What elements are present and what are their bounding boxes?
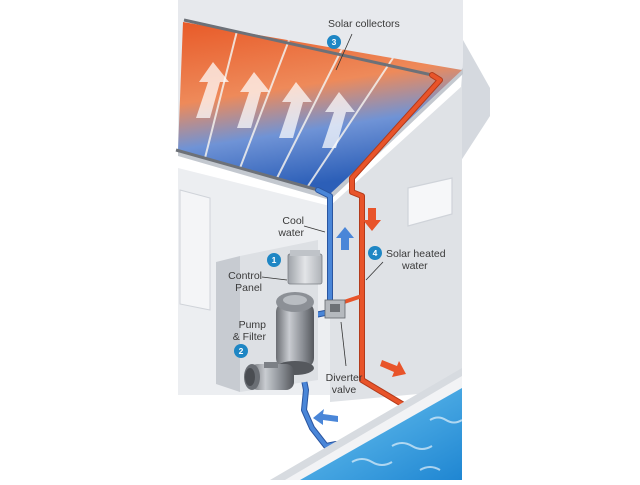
label-diverter-valve-line2: valve: [332, 384, 357, 396]
panel-flow-arrow: [279, 82, 312, 138]
callout-badge-2: 2: [234, 344, 248, 358]
labels: Solar collectors Cool water Control Pane…: [228, 18, 446, 396]
panel-flow-arrow: [322, 92, 355, 148]
panel-divider: [307, 57, 394, 187]
callout-number-4: 4: [373, 248, 378, 258]
callout-badges: 1 2 3 4: [234, 35, 382, 358]
leader-diverter-valve: [340, 321, 347, 367]
water-ripple: [419, 466, 441, 471]
solar-collectors: [175, 18, 462, 194]
callout-number-3: 3: [332, 37, 337, 47]
label-control-panel-line2: Panel: [235, 282, 262, 294]
filter-tank: [276, 292, 314, 375]
panel-flow-arrow: [237, 72, 270, 128]
control-panel-box: [287, 250, 323, 285]
water-ripple: [429, 416, 463, 424]
panel-flow-arrow: [196, 62, 229, 118]
arrow-left-cool: [313, 409, 338, 425]
equipment: [216, 240, 346, 392]
pump: [244, 362, 294, 390]
label-heated-water-line1: Solar heated: [386, 248, 446, 260]
callout-badge-4: 4: [368, 246, 382, 260]
pool-coping: [285, 376, 462, 480]
water-ripple: [351, 458, 393, 466]
bottom-header-pipe: [175, 148, 319, 192]
label-control-panel-line1: Control: [228, 270, 262, 282]
water-ripple: [391, 442, 433, 450]
garage-door: [179, 189, 211, 311]
leader-control-panel: [261, 276, 288, 281]
label-solar-collectors: Solar collectors: [328, 18, 400, 30]
leader-collectors: [335, 33, 353, 71]
label-pump-filter-line2: & Filter: [233, 331, 267, 343]
callout-badge-1: 1: [267, 253, 281, 267]
side-window: [407, 177, 453, 227]
pool: [270, 368, 463, 480]
label-diverter-valve-line1: Diverter: [326, 372, 363, 384]
callout-badge-3: 3: [327, 35, 341, 49]
equipment-pad-wall: [216, 256, 240, 392]
flow-arrows: [313, 208, 406, 425]
arrow-up-cool: [336, 227, 354, 250]
panel-divider: [239, 39, 290, 169]
leader-lines: [261, 33, 384, 367]
leader-cool-water: [303, 225, 326, 233]
arrow-right-hot: [380, 360, 406, 377]
panel-divider: [204, 30, 238, 159]
callout-number-1: 1: [272, 255, 277, 265]
label-cool-water-line1: Cool: [282, 215, 304, 227]
pool-water: [300, 388, 462, 480]
panel-divider: [276, 48, 343, 179]
pool-deck: [270, 368, 462, 480]
leader-heated-water: [365, 261, 384, 281]
diverter-valve: [324, 299, 346, 319]
label-pump-filter-line1: Pump: [239, 319, 267, 331]
label-heated-water-line2: water: [401, 260, 428, 272]
label-cool-water-line2: water: [277, 227, 304, 239]
top-header-pipe: [183, 18, 433, 77]
roof-side: [455, 40, 490, 170]
arrow-down-hot: [363, 208, 381, 231]
hot-water-pipe: [342, 72, 443, 413]
hot-branch-to-valve: [342, 294, 364, 304]
callout-number-2: 2: [239, 346, 244, 356]
